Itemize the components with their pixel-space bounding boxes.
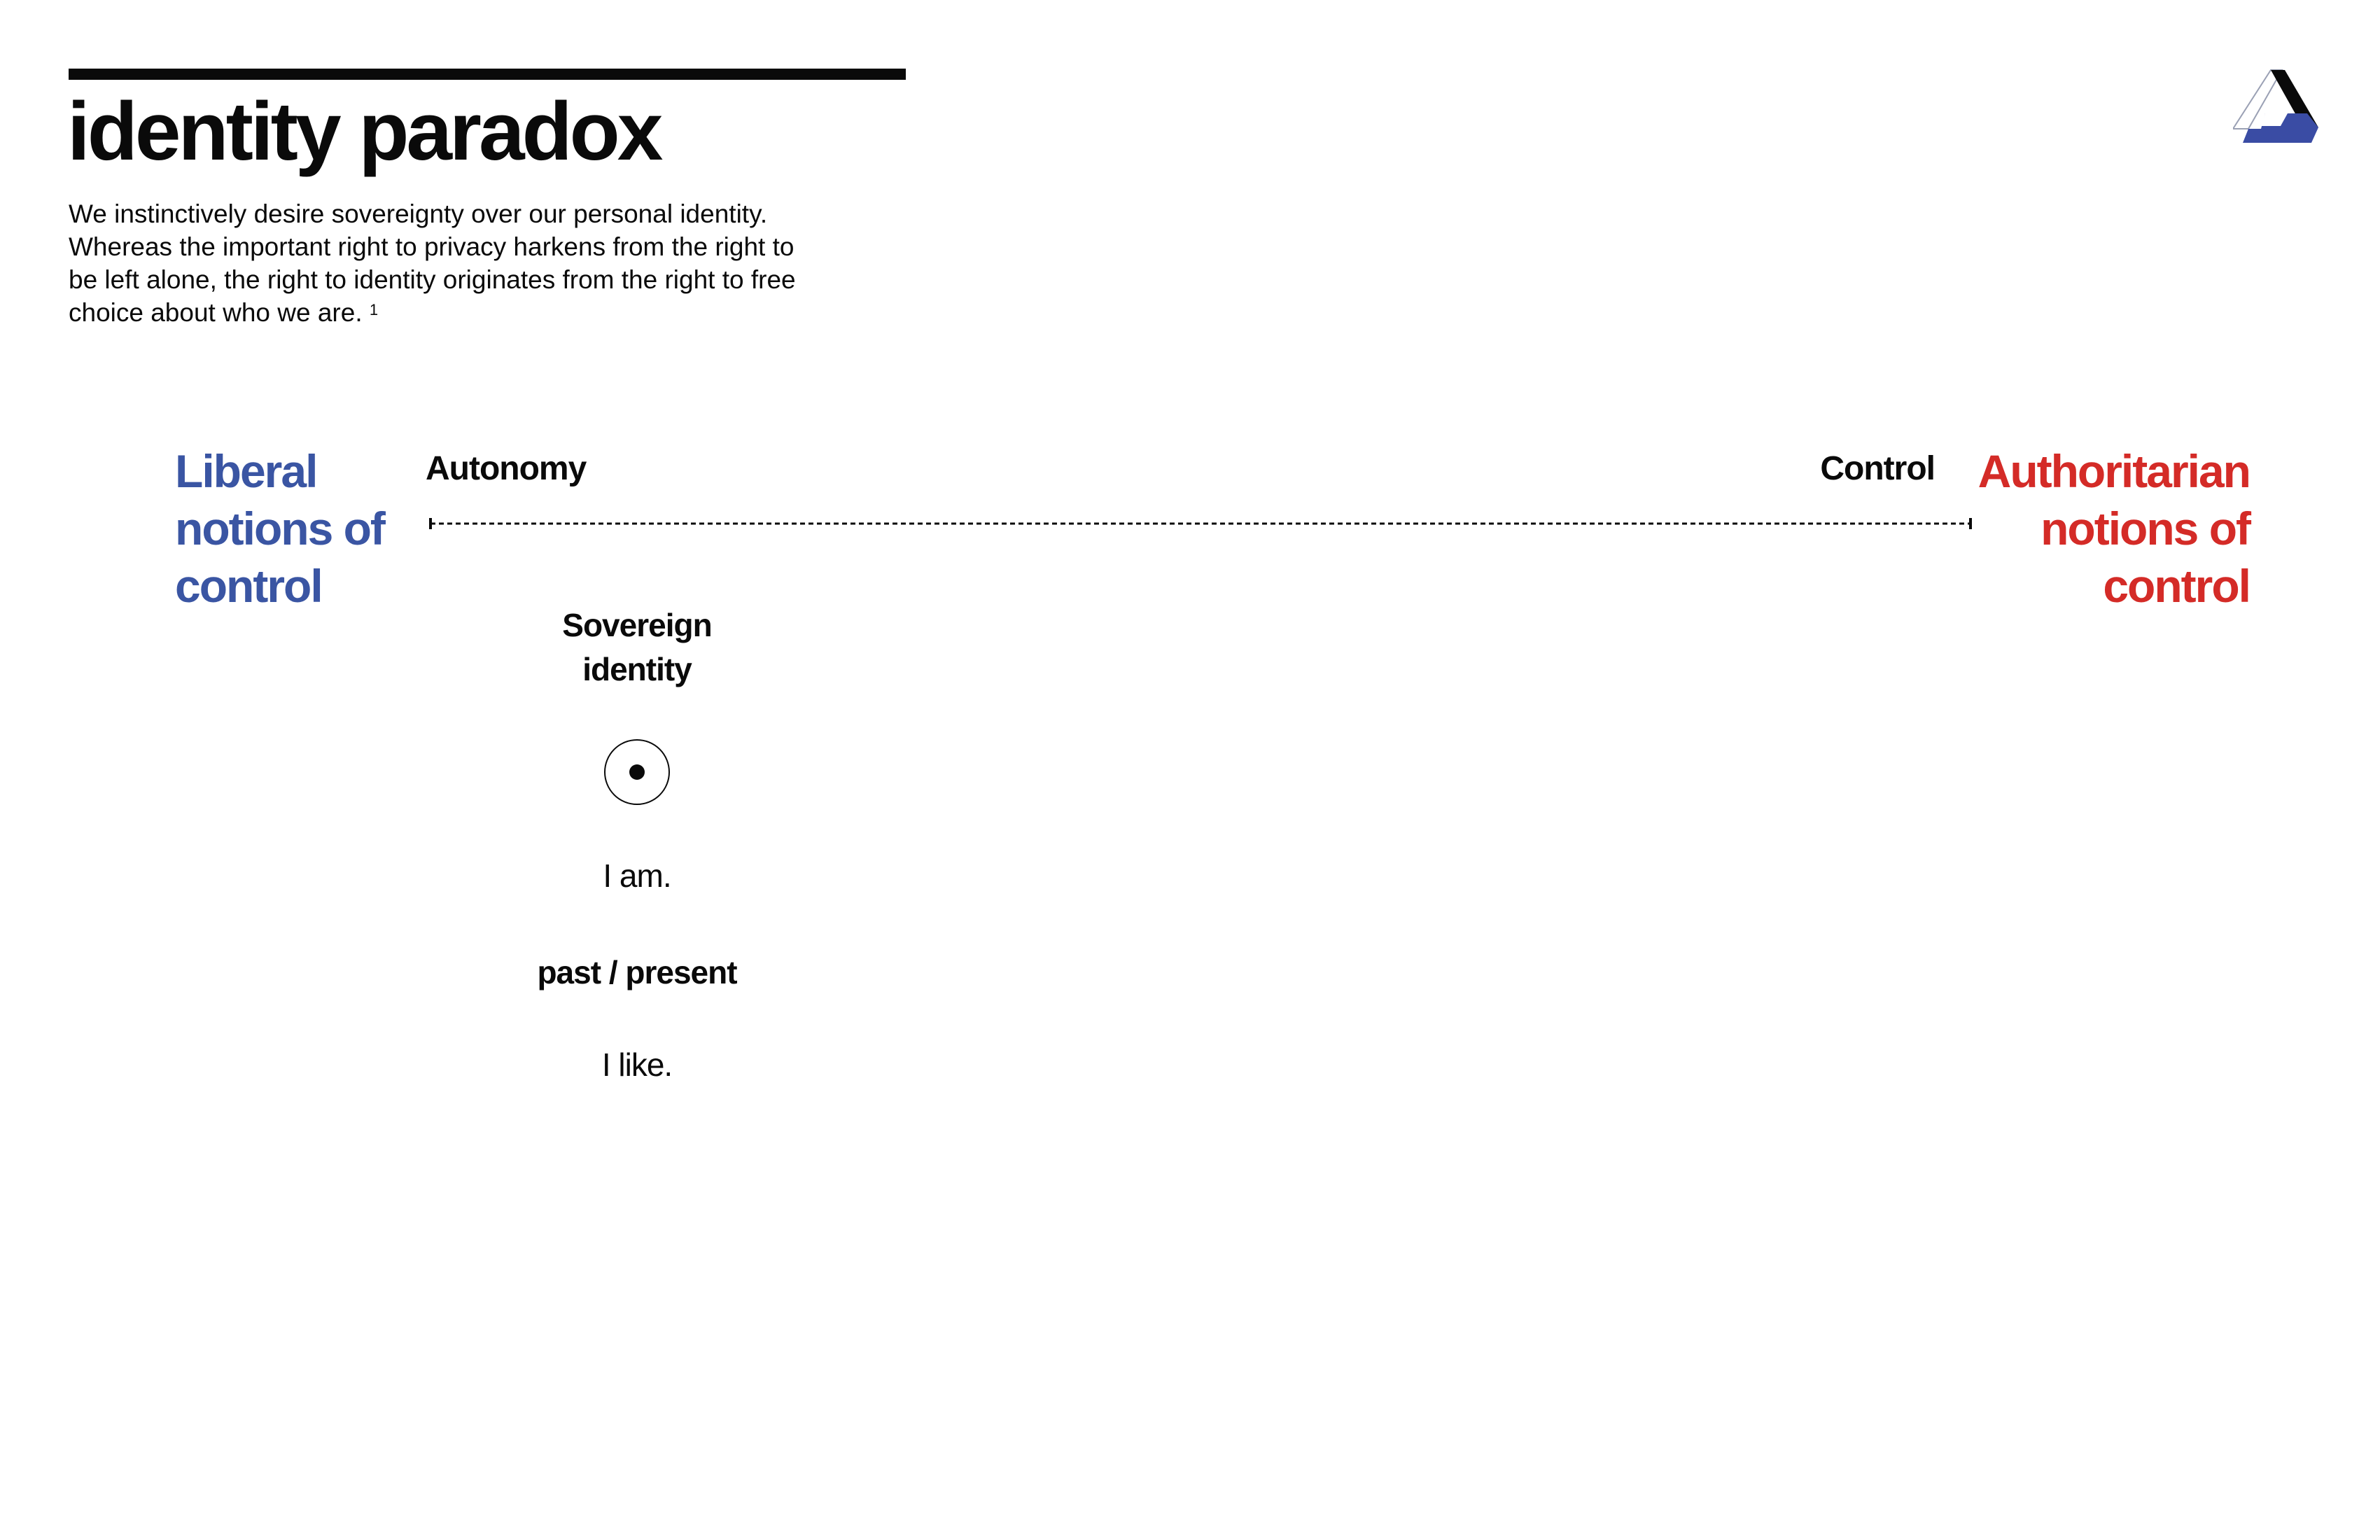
footnote-marker: 1 bbox=[369, 301, 379, 318]
timeframe-label: past / present bbox=[537, 954, 737, 990]
intro-line: be left alone, the right to identity ori… bbox=[69, 265, 796, 294]
liberal-end-label: Liberal notions of control bbox=[175, 442, 386, 615]
axis-autonomy-label: Autonomy bbox=[426, 450, 587, 487]
authoritarian-line: control bbox=[2103, 560, 2251, 612]
target-dot-icon bbox=[604, 739, 670, 805]
authoritarian-end-label: Authoritarian notions of control bbox=[1977, 442, 2251, 615]
node-title-line: identity bbox=[582, 651, 692, 687]
authoritarian-line: Authoritarian bbox=[1977, 445, 2251, 497]
node-title: Sovereign identity bbox=[497, 603, 777, 692]
node-title-line: Sovereign bbox=[562, 607, 712, 643]
axis-control-label: Control bbox=[1820, 450, 1935, 487]
intro-line: We instinctively desire sovereignty over… bbox=[69, 200, 768, 228]
authoritarian-line: notions of bbox=[2040, 503, 2251, 554]
statement-i-am: I am. bbox=[603, 858, 671, 894]
triangle-logo-icon bbox=[2233, 69, 2318, 143]
liberal-line: control bbox=[175, 560, 323, 612]
intro-line: choice about who we are. bbox=[69, 298, 363, 327]
statement-i-like: I like. bbox=[601, 1046, 673, 1083]
spectrum-axis-line bbox=[429, 518, 1972, 529]
liberal-line: notions of bbox=[175, 503, 386, 554]
page-title: identity paradox bbox=[67, 85, 663, 178]
intro-line: Whereas the important right to privacy h… bbox=[69, 232, 794, 261]
intro-paragraph: We instinctively desire sovereignty over… bbox=[69, 197, 930, 329]
title-rule bbox=[69, 69, 906, 80]
liberal-line: Liberal bbox=[175, 445, 318, 497]
sovereign-identity-node: Sovereign identity I am. past / present … bbox=[497, 603, 777, 1086]
